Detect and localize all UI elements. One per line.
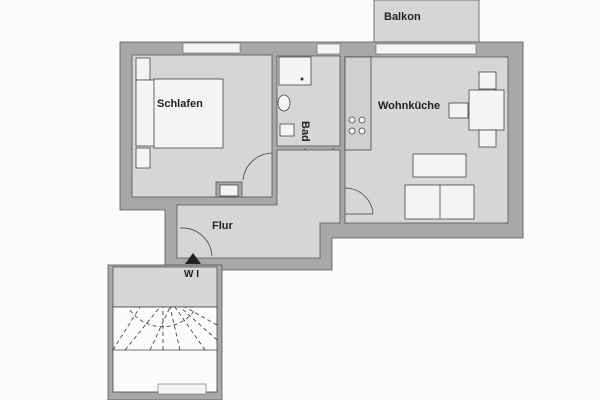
shower bbox=[278, 56, 312, 86]
bedroom: Schlafen bbox=[131, 54, 273, 198]
pillow bbox=[135, 79, 157, 147]
entrance-door[interactable] bbox=[179, 227, 213, 257]
bedroom-label: Schlafen bbox=[157, 98, 203, 110]
hallway-label: Flur bbox=[212, 220, 233, 232]
balcony-label: Balkon bbox=[384, 11, 421, 23]
hallway: Flur W I bbox=[176, 149, 341, 280]
dining-table bbox=[468, 89, 505, 131]
balcony: Balkon bbox=[373, 0, 480, 43]
sink bbox=[279, 123, 295, 137]
entrance-arrow-icon bbox=[185, 253, 201, 264]
bedroom-door[interactable] bbox=[242, 152, 273, 181]
kitchen-door[interactable] bbox=[344, 187, 374, 215]
staircase bbox=[107, 264, 223, 400]
kitchen-living-label: Wohnküche bbox=[378, 100, 440, 112]
balcony-door[interactable] bbox=[375, 43, 477, 55]
chair bbox=[478, 129, 497, 148]
kitchen-living: Wohnküche bbox=[344, 56, 509, 224]
nightstand bbox=[135, 57, 151, 81]
toilet bbox=[277, 94, 291, 112]
window bbox=[182, 42, 241, 54]
coffee-table bbox=[412, 153, 467, 178]
chair bbox=[448, 102, 469, 119]
entrance-label: W I bbox=[184, 269, 199, 280]
landing bbox=[112, 266, 218, 308]
bathroom-label: Bad bbox=[299, 121, 311, 142]
nightstand bbox=[135, 147, 151, 169]
chair bbox=[478, 71, 497, 90]
window bbox=[316, 43, 341, 55]
bed bbox=[153, 78, 224, 149]
sofa bbox=[404, 184, 475, 220]
kitchen-counter bbox=[344, 56, 372, 151]
